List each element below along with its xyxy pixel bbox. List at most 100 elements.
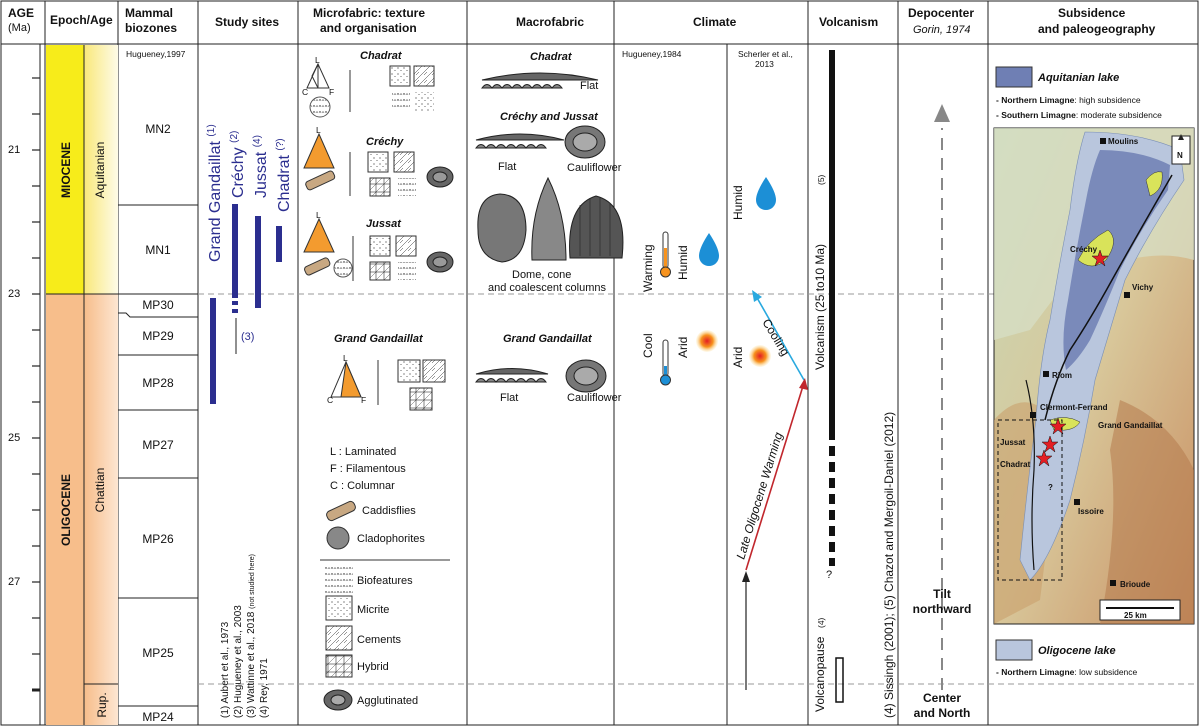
biozone-mp24: MP24 bbox=[142, 710, 174, 724]
study-sites-header: Study sites bbox=[215, 15, 279, 29]
macro-flat-label-2: Flat bbox=[498, 161, 516, 173]
oligocene-lake-label: Oligocene lake bbox=[1038, 645, 1116, 657]
site-note-3: (3) bbox=[241, 331, 254, 343]
aquitanian-lake-swatch bbox=[995, 66, 1033, 88]
site-ref-1: (1) Aubert et al., 1973 bbox=[220, 621, 231, 718]
climate-header: Climate bbox=[693, 15, 737, 29]
macro-chadrat-label: Chadrat bbox=[530, 51, 573, 63]
biofeatures-icon bbox=[398, 178, 416, 196]
cements-legend-icon bbox=[325, 625, 353, 651]
oligocene-lake-area bbox=[1019, 131, 1185, 581]
volcanism-bar-dash bbox=[829, 494, 835, 504]
clado-icon bbox=[309, 96, 331, 118]
climate-cool: Cool bbox=[641, 333, 655, 358]
biozone-mp28: MP28 bbox=[142, 376, 174, 390]
biozone-mp26: MP26 bbox=[142, 532, 174, 546]
depocenter-header: Depocenter bbox=[908, 6, 974, 20]
macro-grand-gandaillat-label: Grand Gandaillat bbox=[503, 333, 593, 345]
biozone-mp25: MP25 bbox=[142, 646, 174, 660]
svg-text:L: L bbox=[316, 125, 321, 135]
town-marker bbox=[1074, 499, 1080, 505]
cements-icon bbox=[413, 65, 435, 87]
climate-column: Hugueney,1984 Scherler et al., 2013 Warm… bbox=[622, 49, 808, 690]
biozone-mn1: MN1 bbox=[145, 243, 171, 257]
rupelian-label: Rup. bbox=[95, 692, 109, 717]
flat-stromatolite-crechy bbox=[475, 133, 565, 141]
biozones-column: Hugueney,1997 MN2 MN1 MP30 MP29 MP28 MP2… bbox=[118, 49, 198, 724]
svg-text:Agglutinated: Agglutinated bbox=[357, 695, 418, 707]
study-sites-column: Grand Gandaillat (1) Créchy (2) Jussat (… bbox=[206, 124, 293, 718]
aquitanian-lake-label: Aquitanian lake bbox=[1037, 72, 1119, 84]
biozone-ref: Hugueney,1997 bbox=[126, 49, 186, 59]
svg-text:Cements: Cements bbox=[357, 634, 402, 646]
micro-chadrat-label: Chadrat bbox=[360, 50, 403, 62]
biozone-mp27: MP27 bbox=[142, 438, 174, 452]
north-arrow-icon bbox=[1178, 134, 1184, 140]
aquitanian-label: Aquitanian bbox=[93, 142, 107, 199]
site-crechy: Créchy (2) bbox=[229, 131, 247, 198]
cements-icon bbox=[422, 359, 446, 383]
macro-flat-label-3: Flat bbox=[500, 392, 518, 404]
chattian-band bbox=[84, 294, 118, 684]
site-chadrat: Chadrat (?) bbox=[275, 138, 293, 212]
depocenter-center-1: Center bbox=[923, 691, 961, 705]
climate-ref-2b: 2013 bbox=[755, 59, 774, 69]
town-marker bbox=[1043, 371, 1049, 377]
macrofabric-header: Macrofabric bbox=[516, 15, 584, 29]
microfabric-header: Microfabric: texture bbox=[313, 6, 425, 20]
ternary-chadrat: L C F bbox=[302, 55, 334, 97]
clado-legend-icon bbox=[326, 526, 350, 550]
town-crechy: Créchy bbox=[1070, 245, 1098, 254]
microfabric-header-2: and organisation bbox=[320, 21, 417, 35]
volcanism-column: ? Volcanism (25 to10 Ma) (5) Volcanopaus… bbox=[813, 50, 896, 718]
volcanism-bar-dash bbox=[829, 446, 835, 456]
dome-icon bbox=[477, 193, 527, 263]
climate-arid-1: Arid bbox=[676, 337, 690, 358]
svg-text:L: L bbox=[316, 210, 321, 220]
volcanopause-label-n: (4) bbox=[816, 617, 826, 628]
thermometer-warm-icon bbox=[660, 231, 671, 278]
flat-domes-chadrat bbox=[481, 84, 563, 89]
svg-text:F : Filamentous: F : Filamentous bbox=[330, 463, 406, 475]
age-axis: 21 23 25 27 bbox=[8, 44, 41, 725]
town-chadrat: Chadrat bbox=[1000, 460, 1031, 469]
south-subsidence: - Southern Limagne: moderate subsidence bbox=[996, 110, 1162, 120]
miocene-band bbox=[46, 45, 84, 294]
town-vichy: Vichy bbox=[1132, 283, 1154, 292]
climate-warming: Warming bbox=[641, 244, 655, 292]
age-tick-25: 25 bbox=[8, 432, 20, 444]
site-grand-gandaillat: Grand Gandaillat (1) bbox=[206, 124, 224, 262]
mammal-header: Mammal bbox=[125, 6, 173, 20]
range-bar-jussat bbox=[255, 216, 261, 308]
volcanism-bar-dash bbox=[829, 558, 835, 566]
site-ref-3: (3) Wattinne et al., 2018 (not studied h… bbox=[246, 554, 257, 718]
age-header: AGE bbox=[8, 6, 34, 20]
header-row: AGE (Ma) Epoch/Age Mammal biozones Study… bbox=[8, 6, 1156, 36]
volcanopause-box bbox=[835, 657, 844, 703]
microfabric-column: Chadrat L C F Créchy L Jussat L bbox=[302, 50, 454, 711]
volcanism-bar-dash bbox=[829, 542, 835, 552]
paleogeographic-map: N 25 km Moulins Vichy C bbox=[993, 127, 1195, 625]
age-tick-23: 23 bbox=[8, 288, 20, 300]
svg-text:C: C bbox=[302, 87, 308, 97]
age-tick-27: 27 bbox=[8, 576, 20, 588]
depocenter-tilt-1: Tilt bbox=[933, 587, 951, 601]
town-grand-gandaillat: Grand Gandaillat bbox=[1098, 421, 1163, 430]
macrofabric-column: Chadrat Flat Créchy and Jussat Flat Caul… bbox=[475, 51, 624, 404]
micro-crechy-label: Créchy bbox=[366, 136, 404, 148]
micrite-icon bbox=[389, 65, 411, 87]
aquitanian-band bbox=[84, 45, 118, 294]
cements-icon bbox=[393, 151, 415, 173]
aquitanian-lake-area bbox=[1063, 150, 1170, 370]
north-subsidence: - Northern Limagne: high subsidence bbox=[996, 95, 1141, 105]
clado-icon bbox=[333, 258, 353, 278]
subsidence-header-2: and paleogeography bbox=[1038, 22, 1156, 36]
ternary-crechy bbox=[303, 132, 335, 169]
range-bar-grand-gandaillat bbox=[210, 298, 216, 404]
volcanism-question: ? bbox=[826, 569, 832, 581]
micro-grand-gandaillat-label: Grand Gandaillat bbox=[334, 333, 424, 345]
depocenter-tilt-2: northward bbox=[913, 602, 972, 616]
volcanopause-label: Volcanopause bbox=[813, 636, 827, 712]
site-star-chadrat bbox=[1035, 449, 1053, 467]
